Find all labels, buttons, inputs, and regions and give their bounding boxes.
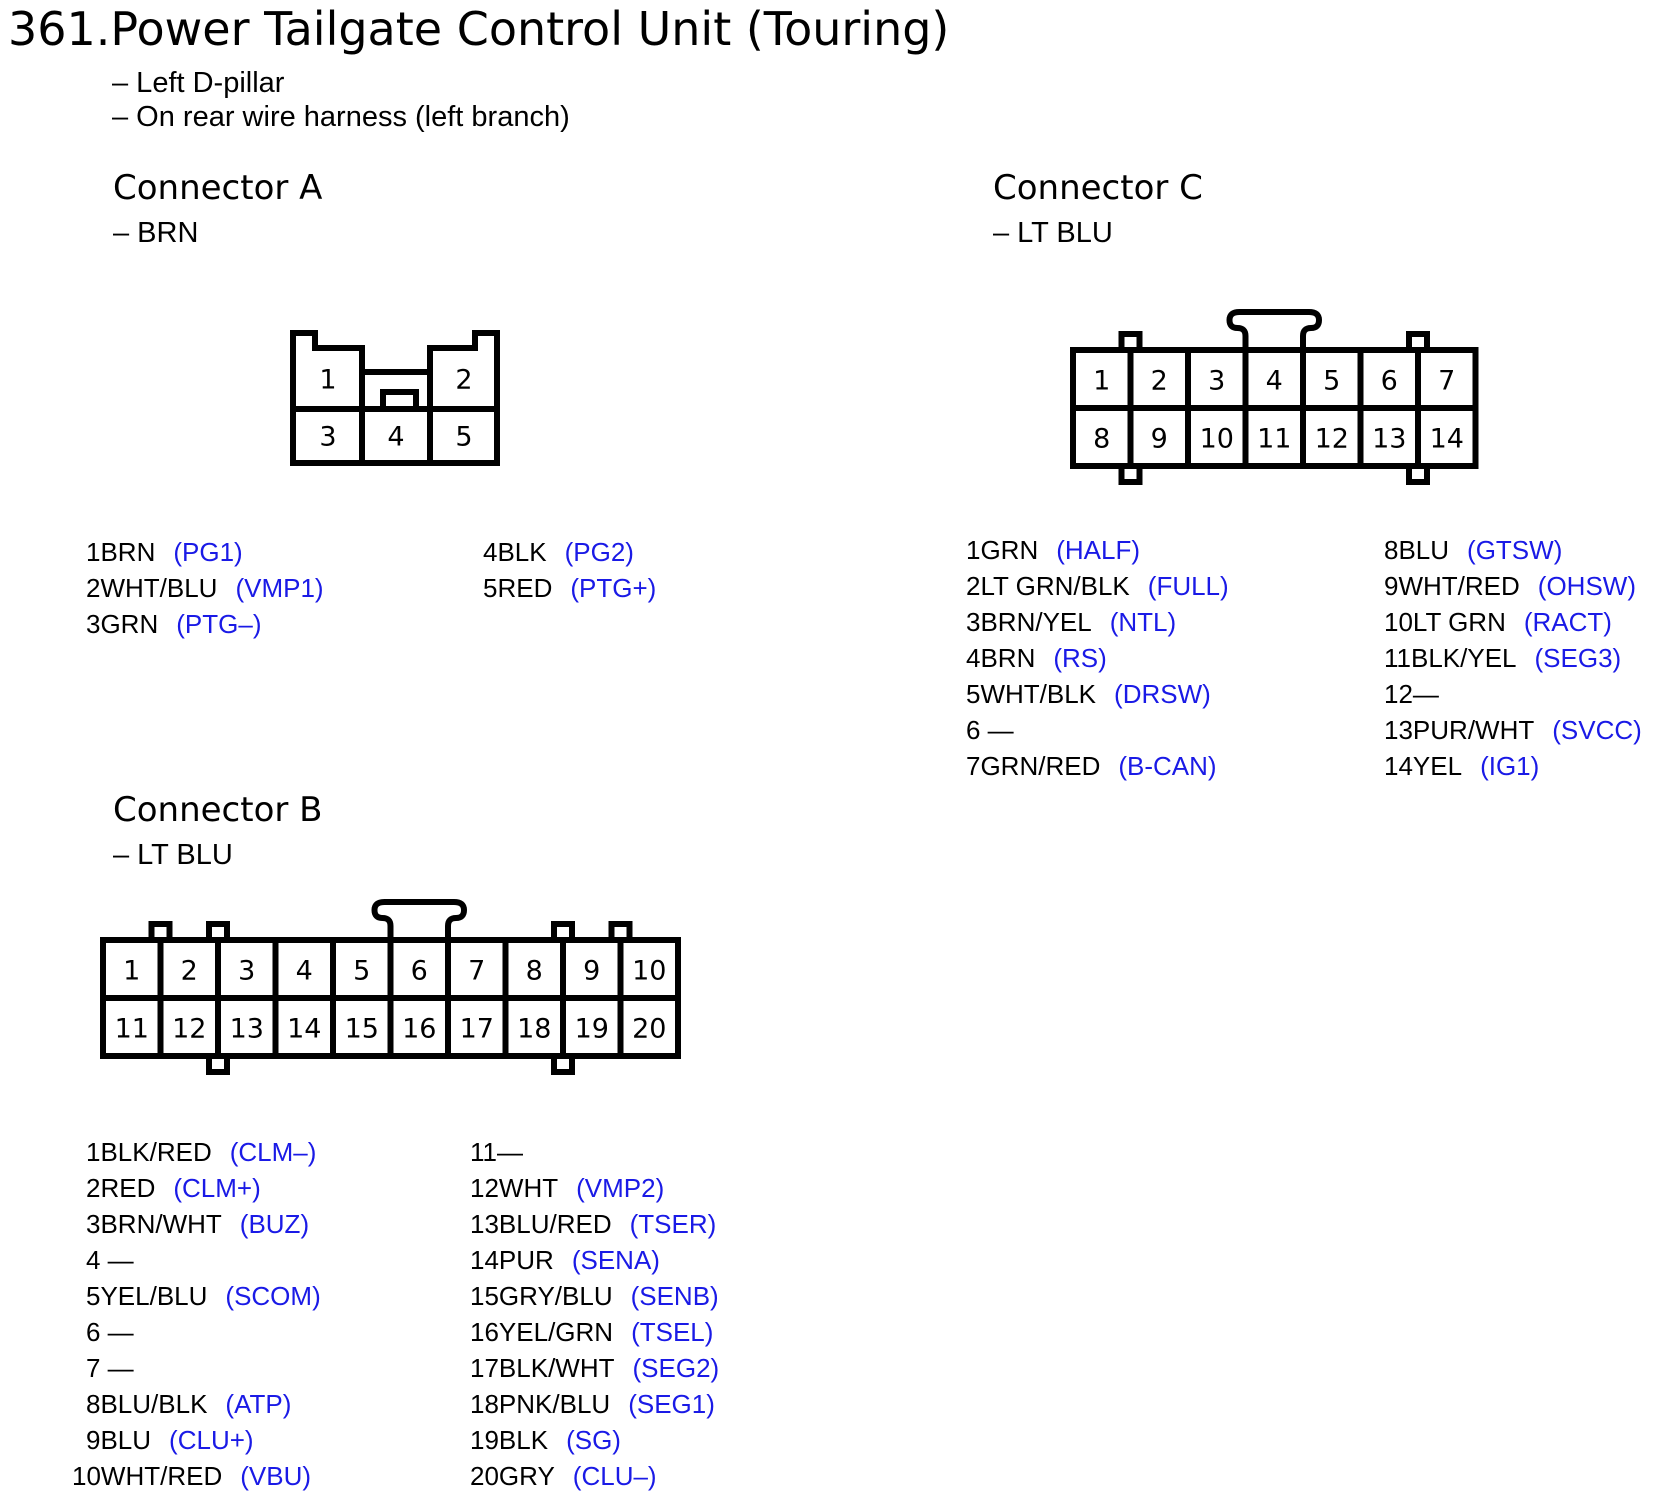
cavity-b-3: 3 [238, 956, 255, 987]
pin-b-14: 14PUR(SENA) [470, 1245, 660, 1275]
pin-c-3: 3BRN/YEL(NTL) [966, 607, 1177, 637]
cavity-c-8: 8 [1093, 424, 1110, 455]
cavity-b-8: 8 [526, 956, 543, 987]
cavity-b-1: 1 [123, 956, 140, 987]
cavity-b-2: 2 [181, 956, 198, 987]
pin-b-8: 8BLU/BLK(ATP) [86, 1389, 292, 1419]
connector-a-diagram: 1 2 3 4 5 [290, 330, 500, 466]
pin-b-4: 4 — [86, 1245, 134, 1275]
pin-c-11: 11BLK/YEL(SEG3) [1384, 643, 1622, 673]
pin-b-20: 20GRY(CLU–) [470, 1461, 657, 1491]
pin-c-4: 4BRN(RS) [966, 643, 1107, 673]
pin-a-3: 3GRN(PTG–) [86, 609, 262, 639]
cavity-b-9: 9 [583, 956, 600, 987]
pin-c-2: 2LT GRN/BLK(FULL) [966, 571, 1229, 601]
cavity-c-10: 10 [1200, 424, 1234, 455]
cavity-b-13: 13 [230, 1014, 264, 1045]
cavity-b-7: 7 [468, 956, 485, 987]
cavity-b-19: 19 [575, 1014, 609, 1045]
cavity-b-4: 4 [296, 956, 313, 987]
cavity-a-4: 4 [387, 422, 404, 453]
cavity-c-14: 14 [1430, 424, 1464, 455]
pin-b-13: 13BLU/RED(TSER) [470, 1209, 717, 1239]
pin-a-1: 1BRN(PG1) [86, 537, 243, 567]
cavity-b-10: 10 [632, 956, 666, 987]
cavity-b-12: 12 [172, 1014, 206, 1045]
cavity-b-18: 18 [517, 1014, 551, 1045]
pin-c-8: 8BLU(GTSW) [1384, 535, 1563, 565]
pin-c-13: 13PUR/WHT(SVCC) [1384, 715, 1642, 745]
location-note-harness: – On rear wire harness (left branch) [112, 101, 570, 133]
pin-c-14: 14YEL(IG1) [1384, 751, 1540, 781]
pin-c-1: 1GRN(HALF) [966, 535, 1141, 565]
pin-a-5: 5RED(PTG+) [483, 573, 657, 603]
pin-b-19: 19BLK(SG) [470, 1425, 621, 1455]
pin-a-4: 4BLK(PG2) [483, 537, 634, 567]
pin-c-7: 7GRN/RED(B-CAN) [966, 751, 1217, 781]
pin-c-5: 5WHT/BLK(DRSW) [966, 679, 1211, 709]
pin-b-15: 15GRY/BLU(SENB) [470, 1281, 719, 1311]
pin-b-9: 9BLU(CLU+) [86, 1425, 254, 1455]
pin-c-6: 6 — [966, 715, 1014, 745]
cavity-a-1: 1 [319, 365, 336, 396]
pin-b-11: 11— [470, 1137, 523, 1167]
connector-b-title: Connector B [113, 790, 323, 830]
cavity-c-6: 6 [1381, 366, 1398, 397]
cavity-c-1: 1 [1093, 366, 1110, 397]
cavity-b-11: 11 [115, 1014, 149, 1045]
connector-b-color: – LT BLU [113, 839, 233, 871]
location-note-pillar: – Left D-pillar [112, 67, 285, 99]
cavity-c-2: 2 [1151, 366, 1168, 397]
page-title: 361.Power Tailgate Control Unit (Touring… [8, 2, 950, 56]
pin-b-5: 5YEL/BLU(SCOM) [86, 1281, 321, 1311]
cavity-b-17: 17 [460, 1014, 494, 1045]
cavity-b-16: 16 [402, 1014, 436, 1045]
cavity-c-3: 3 [1208, 366, 1225, 397]
pin-a-2: 2WHT/BLU(VMP1) [86, 573, 324, 603]
cavity-a-3: 3 [319, 422, 336, 453]
cavity-c-5: 5 [1323, 366, 1340, 397]
pin-b-1: 1BLK/RED(CLM–) [86, 1137, 317, 1167]
cavity-b-20: 20 [632, 1014, 666, 1045]
cavity-a-2: 2 [455, 365, 472, 396]
pin-b-17: 17BLK/WHT(SEG2) [470, 1353, 720, 1383]
pin-b-7: 7 — [86, 1353, 134, 1383]
connector-c-title: Connector C [993, 168, 1203, 208]
cavity-c-4: 4 [1266, 366, 1283, 397]
connector-a-title: Connector A [113, 168, 323, 208]
cavity-c-12: 12 [1315, 424, 1349, 455]
pin-b-18: 18PNK/BLU(SEG1) [470, 1389, 715, 1419]
pin-b-3: 3BRN/WHT(BUZ) [86, 1209, 310, 1239]
cavity-c-13: 13 [1372, 424, 1406, 455]
pin-b-6: 6 — [86, 1317, 134, 1347]
pin-c-9: 9WHT/RED(OHSW) [1384, 571, 1636, 601]
pin-b-12: 12WHT(VMP2) [470, 1173, 665, 1203]
cavity-a-5: 5 [455, 422, 472, 453]
cavity-b-6: 6 [411, 956, 428, 987]
cavity-c-9: 9 [1151, 424, 1168, 455]
cavity-c-7: 7 [1438, 366, 1455, 397]
pin-c-10: 10LT GRN(RACT) [1384, 607, 1612, 637]
pin-c-12: 12— [1384, 679, 1439, 709]
cavity-b-15: 15 [345, 1014, 379, 1045]
connector-c-color: – LT BLU [993, 217, 1113, 249]
cavity-b-14: 14 [287, 1014, 321, 1045]
connector-a-color: – BRN [113, 217, 199, 249]
pin-b-2: 2RED(CLM+) [86, 1173, 261, 1203]
cavity-c-11: 11 [1257, 424, 1291, 455]
pin-b-16: 16YEL/GRN(TSEL) [470, 1317, 714, 1347]
pin-b-10: 10WHT/RED(VBU) [72, 1461, 312, 1491]
cavity-b-5: 5 [353, 956, 370, 987]
